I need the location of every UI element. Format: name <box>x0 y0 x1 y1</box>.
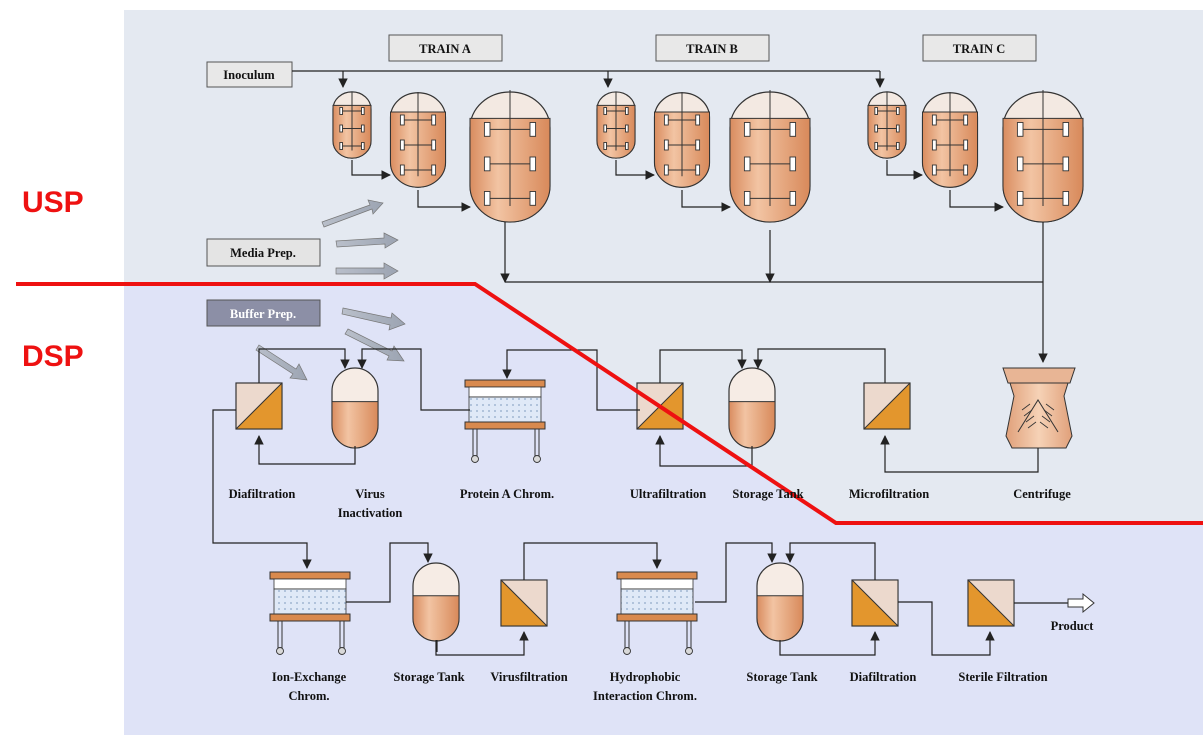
product-arrow-icon <box>1067 592 1095 614</box>
svg-text:TRAIN A: TRAIN A <box>419 42 471 56</box>
seed-reactor-c <box>867 91 907 159</box>
label-ion-exchange: Ion-Exchange <box>272 670 347 684</box>
production-reactor-b <box>729 90 811 223</box>
buffer-prep-box: Buffer Prep. <box>206 299 321 327</box>
label-protein-a: Protein A Chrom. <box>460 487 554 501</box>
label-hydrophobic: Hydrophobic <box>610 670 681 684</box>
dsp-region <box>124 284 1203 735</box>
storage-tank-upper <box>728 367 776 449</box>
train-a-header: TRAIN A <box>388 34 503 62</box>
storage-tank-lower-2 <box>756 562 804 642</box>
svg-text:Media Prep.: Media Prep. <box>230 246 296 260</box>
label-microfiltration: Microfiltration <box>849 487 929 501</box>
centrifuge <box>1002 367 1076 449</box>
svg-text:TRAIN C: TRAIN C <box>953 42 1005 56</box>
storage-tank-lower-1 <box>412 562 460 642</box>
diafiltration-filter-1 <box>235 382 283 430</box>
label-sterile-filtration: Sterile Filtration <box>958 670 1047 684</box>
buffer-prep-arrows <box>255 307 406 381</box>
production-reactor-c <box>1002 90 1084 223</box>
diafiltration-filter-2 <box>851 579 899 627</box>
label-inactivation: Inactivation <box>338 506 403 520</box>
inoculum-lines <box>292 70 885 88</box>
svg-text:Inoculum: Inoculum <box>223 68 275 82</box>
label-storage-tank-1: Storage Tank <box>732 487 803 501</box>
virusfiltration-filter <box>500 579 548 627</box>
label-storage-tank-3: Storage Tank <box>746 670 817 684</box>
seed-reactor-b <box>596 91 636 159</box>
label-virusfiltration: Virusfiltration <box>490 670 567 684</box>
media-prep-arrows <box>321 199 399 280</box>
train-b-header: TRAIN B <box>655 34 770 62</box>
mid-reactor-c <box>921 92 979 188</box>
mid-reactor-a <box>389 92 447 188</box>
svg-text:Buffer Prep.: Buffer Prep. <box>230 307 296 321</box>
label-product: Product <box>1051 619 1095 633</box>
seed-reactor-a <box>332 91 372 159</box>
ion-exchange-column <box>269 571 351 655</box>
production-reactor-a <box>469 90 551 223</box>
label-diafiltration-1: Diafiltration <box>229 487 296 501</box>
virus-inactivation-tank <box>331 367 379 449</box>
label-storage-tank-2: Storage Tank <box>393 670 464 684</box>
svg-text:TRAIN B: TRAIN B <box>686 42 738 56</box>
protein-a-column <box>464 379 546 463</box>
train-c-header: TRAIN C <box>922 34 1037 62</box>
inoculum-box: Inoculum <box>206 61 293 88</box>
label-ion-exchange-chrom: Chrom. <box>288 689 329 703</box>
dsp-upper-pipes <box>212 348 1039 569</box>
label-centrifuge: Centrifuge <box>1013 487 1071 501</box>
usp-dsp-divider <box>16 282 1203 525</box>
media-prep-box: Media Prep. <box>206 238 321 267</box>
dsp-lower-pipes <box>346 542 1068 656</box>
mid-reactor-b <box>653 92 711 188</box>
dsp-label: DSP <box>22 340 84 373</box>
dsp-upper-labels: Diafiltration Virus Inactivation Protein… <box>229 487 1072 520</box>
bioreactor-trains <box>332 90 1084 223</box>
sterile-filtration-filter <box>967 579 1015 627</box>
harvest-lines <box>500 222 1048 363</box>
hydrophobic-interaction-column <box>616 571 698 655</box>
label-hydrophobic-chrom: Interaction Chrom. <box>593 689 697 703</box>
usp-label: USP <box>22 186 84 219</box>
dsp-lower-labels: Ion-Exchange Chrom. Storage Tank Virusfi… <box>272 619 1094 703</box>
microfiltration-filter <box>863 382 911 430</box>
label-diafiltration-2: Diafiltration <box>850 670 917 684</box>
dsp-equipment <box>235 367 1076 655</box>
label-virus: Virus <box>355 487 385 501</box>
label-ultrafiltration: Ultrafiltration <box>630 487 706 501</box>
